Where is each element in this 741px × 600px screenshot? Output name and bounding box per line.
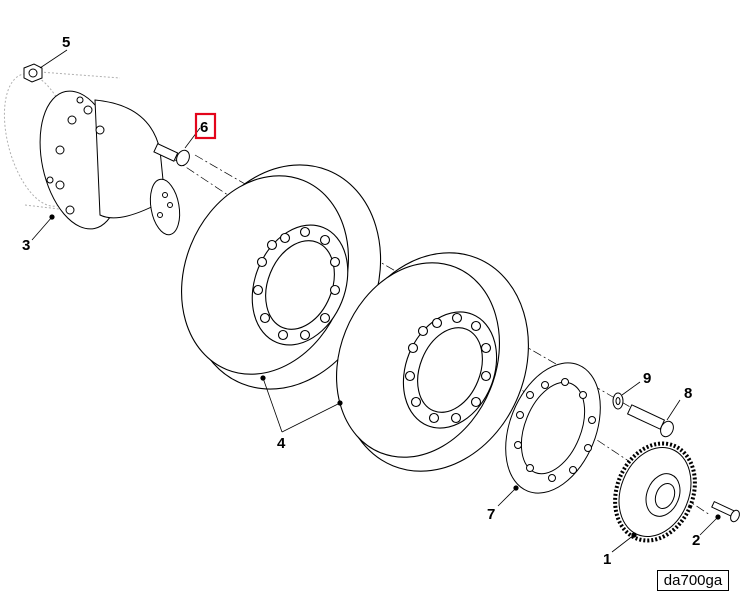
callout-2[interactable]: 2 xyxy=(692,532,700,549)
part-nut xyxy=(23,63,43,83)
part-wheel-front xyxy=(181,164,382,390)
part-bolt-6 xyxy=(153,143,190,167)
part-bolt-8 xyxy=(626,404,674,438)
part-gear xyxy=(613,441,697,543)
leader-lines xyxy=(31,49,721,553)
part-bolt-2 xyxy=(711,500,740,523)
callout-6[interactable]: 6 xyxy=(200,119,208,136)
callout-6-highlight xyxy=(194,112,217,140)
part-hub xyxy=(3,71,181,236)
part-wheel-rear xyxy=(336,252,529,472)
callout-7[interactable]: 7 xyxy=(487,506,495,523)
callout-5[interactable]: 5 xyxy=(62,34,70,51)
callout-3[interactable]: 3 xyxy=(22,237,30,254)
callout-1[interactable]: 1 xyxy=(603,551,611,568)
callout-9[interactable]: 9 xyxy=(643,370,651,387)
callout-4[interactable]: 4 xyxy=(277,435,286,452)
callout-numbers: 1 2 3 4 5 6 7 8 9 xyxy=(22,34,700,568)
part-spacer-ring xyxy=(505,362,601,494)
drawing-code-label: da700ga xyxy=(657,570,729,591)
part-washer xyxy=(612,392,624,410)
callout-8[interactable]: 8 xyxy=(684,385,692,402)
hub-body xyxy=(94,99,166,219)
hub-spindle xyxy=(149,178,181,236)
